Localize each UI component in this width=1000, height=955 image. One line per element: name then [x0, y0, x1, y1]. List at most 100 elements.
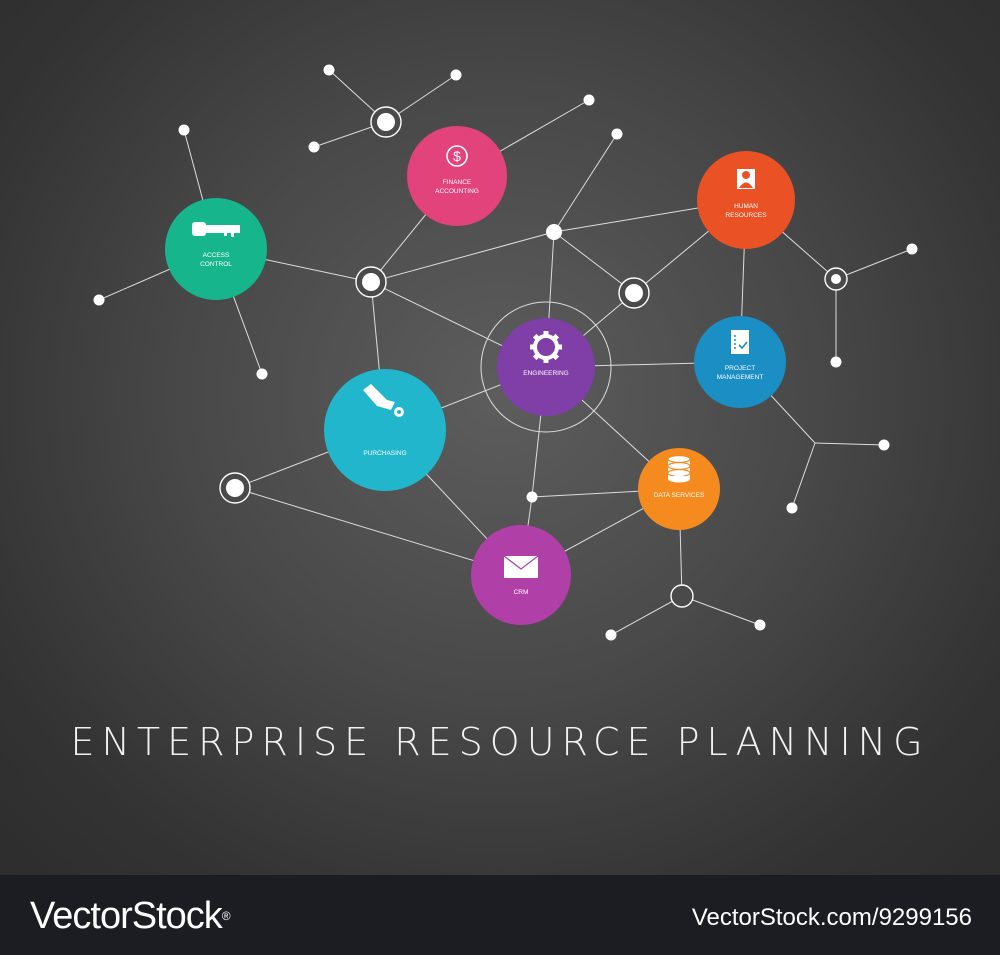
hub-ring	[670, 584, 694, 608]
node-label: DATA SERVICES	[654, 492, 705, 499]
dollar-icon-ring	[446, 145, 468, 167]
envelope-icon	[503, 555, 539, 578]
node-circle	[697, 151, 795, 249]
dot-d2	[450, 69, 462, 81]
key-icon-tooth	[231, 233, 234, 237]
link-hubB-d6	[370, 231, 555, 283]
dot-d7	[178, 124, 190, 136]
node-circle	[497, 318, 595, 416]
hand-coin-icon-hand	[363, 384, 395, 410]
key-icon-shaft	[206, 225, 240, 233]
stock-id: VectorStock.com/9299156	[691, 904, 972, 931]
hub-hubF	[670, 584, 694, 608]
key-icon-head	[192, 222, 206, 236]
hub-hubA	[370, 106, 402, 138]
database-icon-base	[668, 475, 690, 483]
dot-d16	[754, 619, 766, 631]
dot-d4	[583, 94, 595, 106]
hub-hubD	[824, 267, 848, 291]
clipboard-icon	[731, 330, 749, 354]
link-hubF-d16	[681, 595, 761, 626]
link-j1-d13	[791, 442, 816, 509]
node-circle	[638, 448, 720, 530]
person-icon-head	[742, 171, 750, 179]
node-engineering: ENGINEERING	[480, 301, 612, 433]
dot-d9	[256, 368, 268, 380]
node-label: ACCOUNTING	[435, 188, 479, 195]
link-d6-hubC	[553, 231, 635, 294]
node-circle	[407, 126, 507, 226]
hub-core	[362, 273, 380, 291]
gear-icon	[530, 331, 562, 363]
dollar-icon-glyph: $	[453, 148, 461, 164]
hub-core	[226, 479, 244, 497]
node-label: PURCHASING	[363, 450, 406, 457]
hub-core	[377, 113, 395, 131]
brand-logo: VectorStock®	[30, 893, 231, 939]
node-project-management: PROJECT MANAGEMENT	[694, 316, 786, 408]
clipboard-icon-bullet	[734, 339, 736, 341]
dollar-icon: $	[446, 145, 468, 167]
engineering-outer-ring	[480, 301, 612, 433]
node-label: HUMAN	[734, 203, 758, 210]
database-icon-disk	[667, 461, 691, 471]
key-icon-tooth	[224, 233, 227, 236]
node-label: ENGINEERING	[523, 370, 569, 377]
dot-d5	[611, 128, 623, 140]
clipboard-icon-bullet	[734, 347, 736, 349]
brand-name: VectorStock	[30, 895, 223, 937]
person-icon-body	[739, 182, 753, 188]
dot-d3	[308, 141, 320, 153]
node-label: FINANCE	[443, 179, 472, 186]
node-data-services: DATA SERVICES	[638, 448, 720, 530]
database-icon-disk	[667, 468, 691, 478]
hub-rings	[219, 106, 848, 608]
clipboard-icon-bullet	[734, 335, 736, 337]
dot-d1	[323, 64, 335, 76]
database-icon-disk	[667, 454, 691, 464]
clipboard-icon-bullet	[734, 343, 736, 345]
dot-d14	[526, 491, 538, 503]
footer-bar: VectorStock® VectorStock.com/9299156	[0, 875, 1000, 955]
dot-d8	[93, 294, 105, 306]
link-hubF-d15	[610, 595, 683, 636]
dot-d13	[786, 502, 798, 514]
dot-d11	[830, 356, 842, 368]
endpoint-dots	[93, 64, 918, 641]
link-hubD-d10	[835, 248, 913, 280]
registered-mark: ®	[221, 909, 231, 923]
node-purchasing: PURCHASING	[324, 369, 446, 491]
person-icon	[737, 169, 755, 189]
node-label: PROJECT	[725, 365, 755, 372]
diagram-title: ENTERPRISE RESOURCE PLANNING	[70, 720, 930, 764]
node-circle	[694, 316, 786, 408]
hub-core	[625, 284, 643, 302]
hand-coin-icon-coin-mark	[397, 410, 401, 414]
key-icon	[192, 222, 240, 237]
dot-d12	[878, 439, 890, 451]
gear-icon-ring	[533, 334, 559, 360]
dot-d10	[906, 243, 918, 255]
hub-hubE	[219, 472, 251, 504]
node-circle	[324, 369, 446, 491]
envelope-icon-flap	[503, 555, 539, 570]
hub-core	[831, 274, 841, 284]
node-label: MANAGEMENT	[717, 374, 764, 381]
database-icon	[667, 454, 691, 483]
link-j1-d12	[814, 442, 885, 446]
hub-hubC	[618, 277, 650, 309]
dot-d15	[605, 629, 617, 641]
node-finance: $ FINANCE ACCOUNTING	[407, 126, 507, 226]
envelope-icon-body	[504, 556, 538, 578]
node-label: CONTROL	[200, 261, 232, 268]
node-circle	[165, 198, 267, 300]
node-crm: CRM	[471, 525, 571, 625]
hub-hubB	[355, 266, 387, 298]
hand-coin-icon	[363, 384, 404, 417]
link-d6-d5	[553, 133, 618, 233]
